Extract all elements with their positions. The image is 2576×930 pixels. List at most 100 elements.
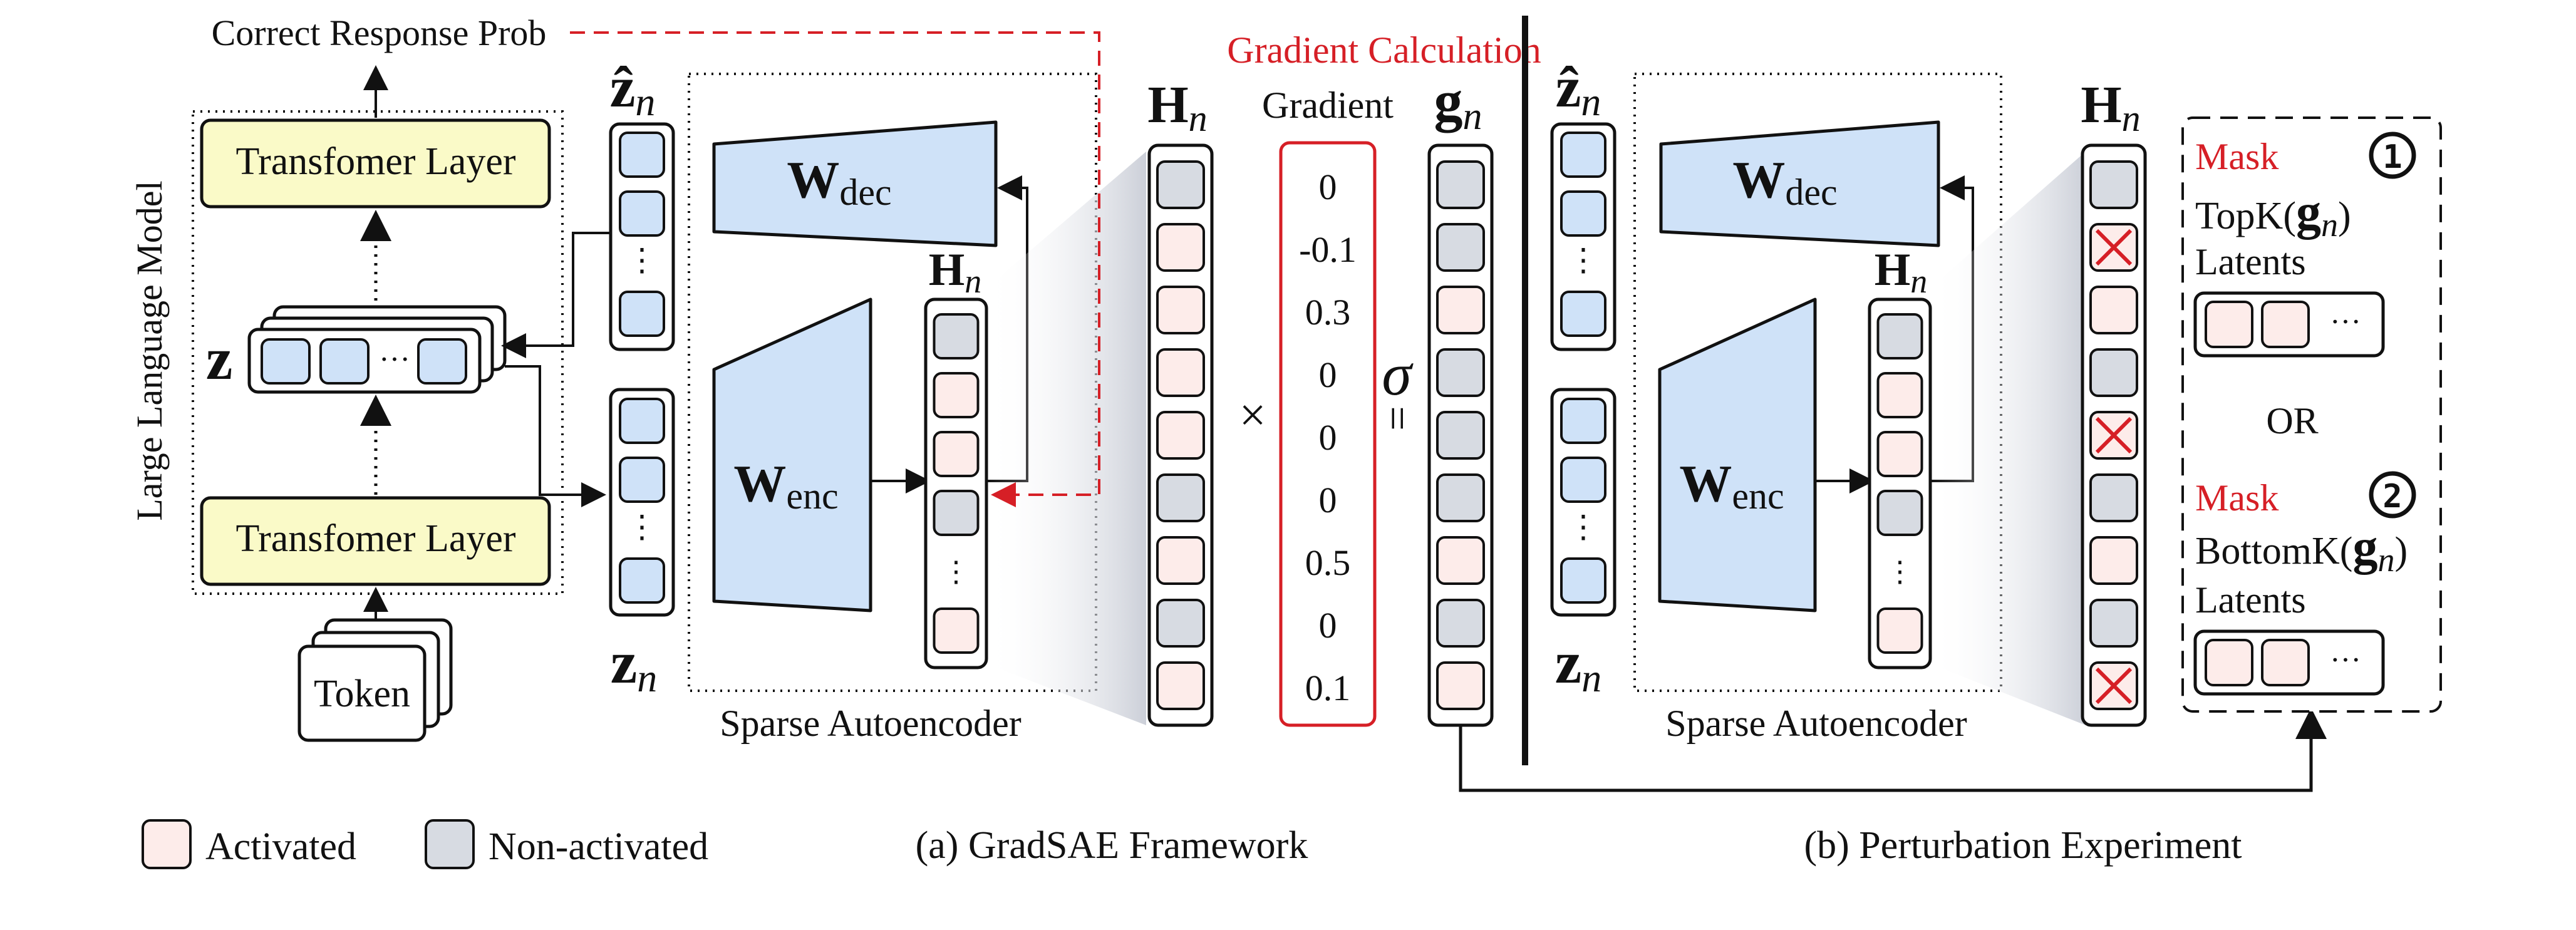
zhat-b-vdots: ⋮ — [1568, 242, 1599, 277]
zhat-cell-1 — [619, 132, 665, 178]
h-small-b-cell — [1876, 490, 1923, 536]
h-small-a-cell — [933, 490, 980, 536]
z-b-sub: n — [1581, 656, 1601, 700]
decoder-b-sub: dec — [1785, 172, 1837, 213]
decoder-a-label: Wdec — [787, 151, 891, 213]
h-small-b-cell — [1876, 372, 1923, 418]
h-small-b-sub: n — [1910, 262, 1927, 300]
zhat-vdots: ⋮ — [626, 242, 658, 277]
encoder-b-label: Wenc — [1679, 455, 1784, 517]
zhat-n-label-b: ẑn — [1556, 55, 1601, 124]
sae-a-caption: Sparse Autoencoder — [720, 703, 1022, 744]
arrow-zhat-to-hidden — [501, 232, 611, 358]
g-cell — [1436, 599, 1485, 648]
h-expanded-b-symbol: H — [2081, 76, 2121, 134]
option-1-close: ) — [2338, 195, 2351, 237]
h-expanded-b-masked-cross — [2095, 229, 2133, 266]
h-expanded-b-cell — [2089, 286, 2138, 334]
equals-operator: = — [1373, 406, 1421, 430]
token-label: Token — [314, 673, 410, 715]
gradient-header: Gradient — [1262, 85, 1394, 126]
h-small-b-symbol: H — [1875, 244, 1911, 296]
mask-option-2-mask: Mask — [2195, 477, 2279, 519]
h-small-a-symbol: H — [929, 244, 965, 296]
gradient-value: -0.1 — [1299, 229, 1357, 270]
gradient-value: 0 — [1319, 605, 1337, 646]
zhat-b-cell-2 — [1560, 190, 1606, 237]
z-b-vdots: ⋮ — [1568, 509, 1599, 544]
g-cell — [1436, 661, 1485, 710]
option-1-g: g — [2296, 185, 2321, 240]
h-expanded-a-cell — [1156, 599, 1205, 648]
g-cell — [1436, 536, 1485, 585]
gradient-value: 0 — [1319, 480, 1337, 520]
gradient-value: 0 — [1319, 354, 1337, 395]
option-1-badge — [2369, 132, 2416, 179]
h-expanded-a-cell — [1156, 223, 1205, 272]
correct-response-prob: Correct Response Prob — [212, 13, 547, 53]
h-expanded-b-cell — [2089, 348, 2138, 397]
mask-option-1-latents: Latents — [2195, 241, 2306, 282]
g-n-label: gn — [1434, 69, 1482, 138]
encoder-b-sub: enc — [1732, 475, 1784, 517]
zhat-n-label: ẑn — [610, 55, 656, 124]
z-b-symbol: z — [1555, 629, 1582, 696]
decoder-b-label: Wdec — [1732, 151, 1837, 213]
h-small-a-cell — [933, 607, 980, 654]
g-cell — [1436, 473, 1485, 522]
h-small-b-cell — [1876, 431, 1923, 477]
g-cell — [1436, 160, 1485, 209]
option-2-sub: n — [2377, 541, 2394, 579]
hidden-latent-1 — [261, 338, 311, 385]
legend-activated-swatch — [142, 819, 192, 869]
option-1-fn: TopK( — [2195, 195, 2296, 237]
transformer-layer-bottom — [200, 496, 551, 586]
g-cell — [1436, 286, 1485, 334]
h-expanded-a-cell — [1156, 286, 1205, 334]
legend-non-activated-label: Non-activated — [489, 825, 708, 868]
legend-activated-label: Activated — [205, 825, 356, 868]
h-small-a-label: Hn — [929, 244, 982, 300]
g-sub: n — [1463, 95, 1482, 138]
z-b-cell-3 — [1560, 557, 1606, 604]
h-small-a-vdots: ⋮ — [942, 555, 971, 587]
h-expanded-b-masked-cross — [2095, 667, 2133, 705]
h-small-a-cell — [933, 372, 980, 418]
g-cell — [1436, 348, 1485, 397]
decoder-b-W: W — [1732, 151, 1785, 209]
option-2-badge — [2369, 471, 2416, 519]
decoder-block-a — [712, 120, 998, 247]
option-2-number: 2 — [2382, 478, 2402, 515]
g-cell — [1436, 411, 1485, 460]
encoder-a-label: Wenc — [733, 455, 838, 517]
h-small-a-cell — [933, 431, 980, 477]
h-expanded-a-cell — [1156, 536, 1205, 585]
h-expanded-b-cell — [2089, 536, 2138, 585]
z-symbol: z — [611, 629, 638, 696]
gradient-path-red — [570, 31, 1100, 507]
option-2-fn: BottomK( — [2195, 530, 2352, 572]
option-2-ellipsis: ··· — [2330, 642, 2361, 677]
llm-side-label: Large Language Model — [129, 180, 170, 520]
h-expanded-a-cell — [1156, 473, 1205, 522]
mask-option-1-mask: Mask — [2195, 136, 2279, 177]
times-operator: × — [1239, 389, 1266, 442]
option-2-g: g — [2352, 520, 2377, 575]
z-cell-2 — [619, 457, 665, 503]
option-1-latent-1 — [2205, 301, 2253, 348]
h-expanded-a-cell — [1156, 411, 1205, 460]
hidden-ellipsis: ··· — [379, 341, 410, 376]
z-vdots: ⋮ — [626, 509, 658, 544]
encoder-block-a — [712, 297, 872, 612]
z-b-cell-1 — [1560, 398, 1606, 444]
latent-column-g — [1427, 143, 1494, 727]
sae-b-dotted-box — [1633, 73, 2002, 692]
decoder-a-sub: dec — [839, 172, 891, 213]
h-expanded-a-label: Hn — [1147, 76, 1207, 139]
option-2-latent-1 — [2205, 639, 2253, 686]
caption-a: (a) GradSAE Framework — [916, 824, 1308, 867]
h-expanded-b-masked-cross — [2095, 416, 2133, 454]
hidden-latent-2 — [319, 338, 370, 385]
